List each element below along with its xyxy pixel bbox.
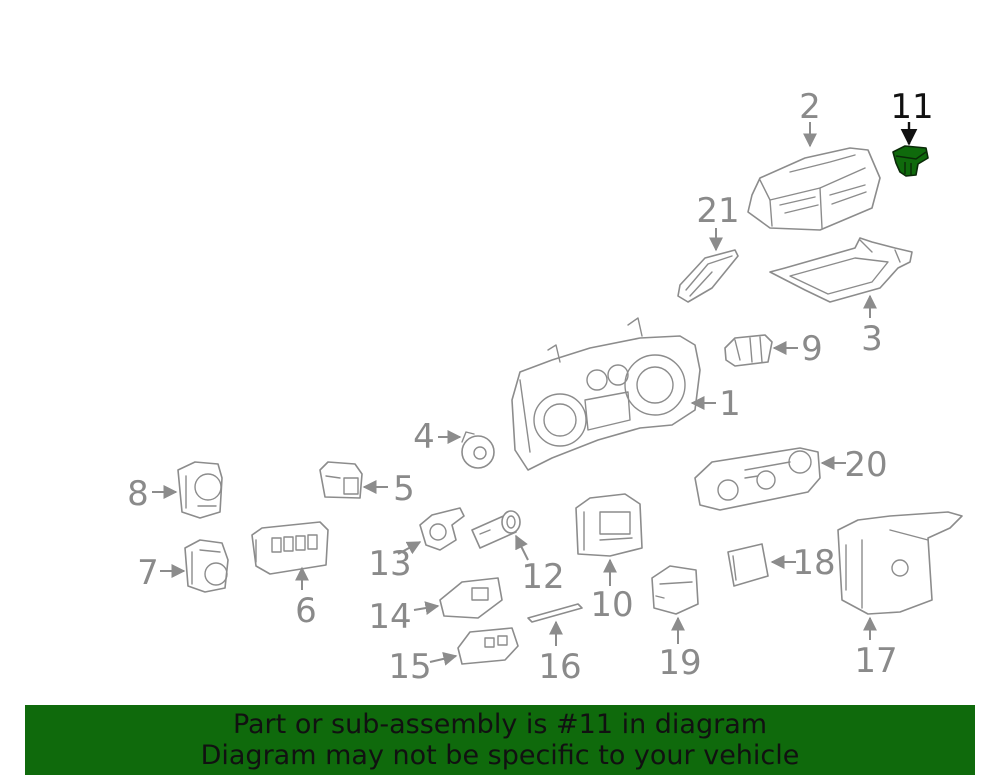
part-16-trim-strip	[527, 603, 583, 623]
arrow-14	[413, 601, 440, 615]
callout-7: 7	[137, 553, 159, 593]
callout-19: 19	[658, 643, 701, 683]
part-21-trim-panel	[677, 249, 739, 303]
arrow-13	[397, 541, 422, 555]
callout-21: 21	[696, 191, 739, 231]
callout-18: 18	[792, 543, 835, 583]
part-8-switch	[177, 461, 223, 519]
callout-2: 2	[799, 87, 821, 127]
callout-16: 16	[538, 647, 581, 687]
info-banner: Part or sub-assembly is #11 in diagram D…	[25, 705, 975, 775]
callout-6: 6	[295, 591, 317, 631]
arrow-12	[515, 534, 529, 561]
part-10-control-module	[575, 493, 643, 557]
banner-line-2: Diagram may not be specific to your vehi…	[200, 740, 800, 771]
callout-17: 17	[854, 641, 897, 681]
callout-5: 5	[393, 469, 415, 509]
callout-12: 12	[521, 557, 564, 597]
part-1-instrument-cluster	[511, 317, 701, 471]
parts-diagram: 2 11 21 3 9 1	[127, 87, 963, 687]
part-2-module-housing	[747, 147, 881, 231]
callout-8: 8	[127, 474, 149, 514]
arrow-15	[429, 652, 458, 666]
part-9-switch	[724, 334, 773, 367]
part-15-switch	[457, 627, 519, 665]
callout-1: 1	[719, 384, 741, 424]
part-6-switch-bank	[251, 521, 329, 575]
part-19-switch	[651, 565, 699, 615]
banner-line-1: Part or sub-assembly is #11 in diagram	[232, 709, 768, 740]
callout-14: 14	[368, 597, 411, 637]
part-4-knob	[461, 431, 495, 469]
callout-11: 11	[890, 87, 933, 127]
part-12-lock-cylinder	[471, 510, 521, 549]
part-11-clip	[892, 145, 929, 177]
callout-3: 3	[861, 319, 883, 359]
part-3-bracket	[769, 237, 913, 303]
part-20-climate-control	[694, 447, 821, 511]
part-7-switch	[184, 539, 229, 593]
callout-10: 10	[590, 585, 633, 625]
callout-4: 4	[413, 417, 435, 457]
part-13-bezel	[419, 507, 465, 551]
part-14-switch	[439, 577, 503, 619]
part-17-bracket-assembly	[837, 511, 963, 615]
callout-15: 15	[388, 647, 431, 687]
callout-20: 20	[844, 445, 887, 485]
callout-9: 9	[801, 329, 823, 369]
part-5-switch	[319, 461, 363, 499]
part-18-cover	[727, 543, 769, 587]
